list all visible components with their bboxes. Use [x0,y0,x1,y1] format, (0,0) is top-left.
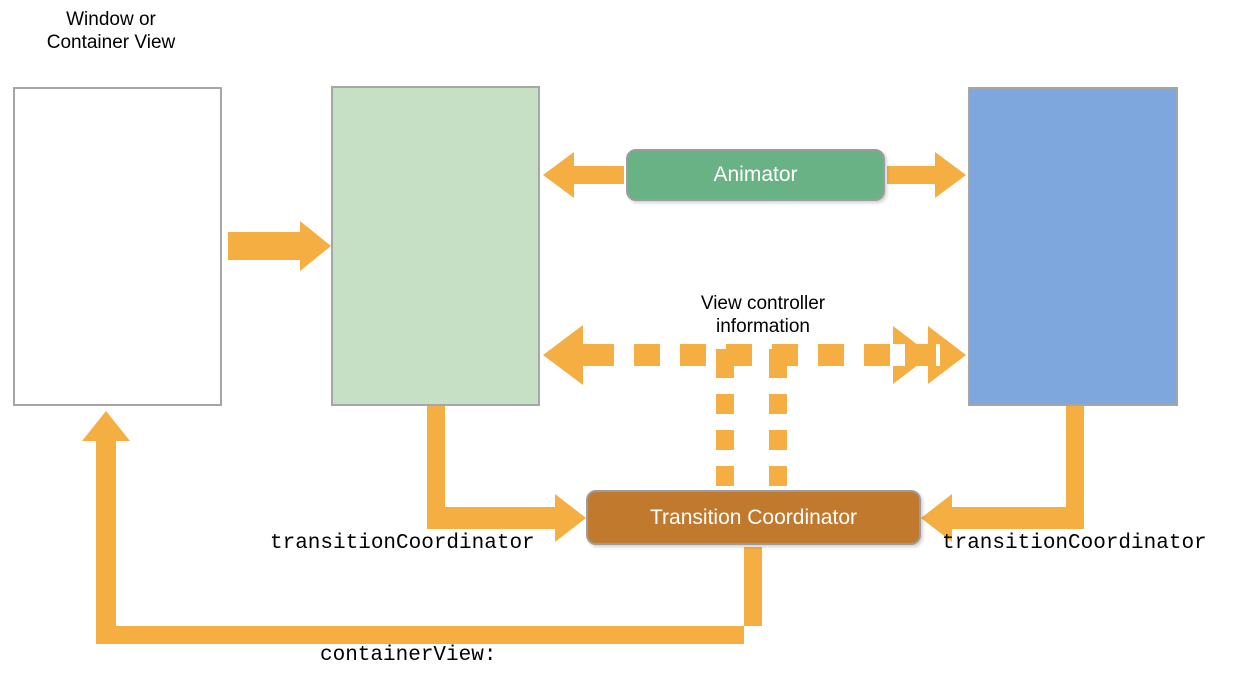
window-container-view-caption: Window or Container View [46,9,176,53]
transition-coordinator-label: Transition Coordinator [650,505,857,529]
edge-label-container-view: containerView: [320,644,497,667]
node-transition-coordinator[interactable]: Transition Coordinator [586,490,921,545]
node-to-view-controller[interactable] [968,87,1178,406]
edge-from-vc-to-coordinator [427,406,586,542]
edge-label-transition-coordinator-right: transitionCoordinator [942,532,1207,555]
node-animator[interactable]: Animator [626,149,885,201]
view-controller-information-caption: View controller information [700,293,826,337]
edge-to-vc-to-coordinator [921,406,1084,542]
animator-label: Animator [713,163,798,186]
node-from-view-controller[interactable] [331,86,540,406]
edge-window-to-from-vc [228,221,331,271]
node-window-or-container-view[interactable] [13,87,222,406]
edge-animator-to-from-vc [543,152,624,198]
edge-label-transition-coordinator-left: transitionCoordinator [270,532,535,555]
edge-animator-to-to-vc [887,152,966,198]
edge-vc-information-bus [543,325,966,492]
